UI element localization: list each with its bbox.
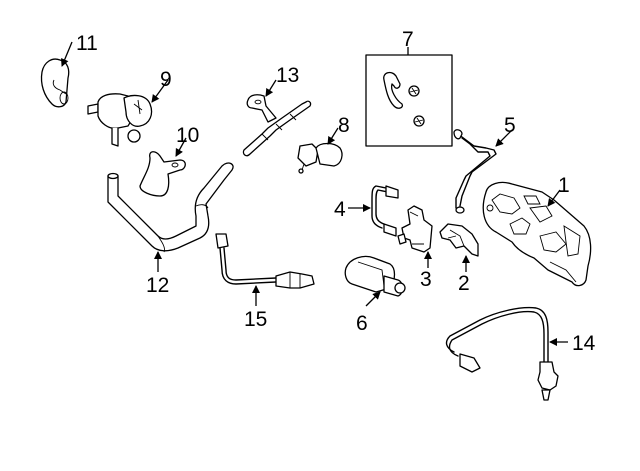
part-12-hose[interactable] — [107, 162, 234, 253]
callout-13[interactable]: 13 — [276, 64, 299, 87]
part-4-harness[interactable] — [371, 185, 399, 237]
part-5-vapor-tube[interactable] — [453, 129, 497, 214]
callout-5[interactable]: 5 — [504, 114, 516, 137]
part-8-sensor[interactable] — [297, 142, 343, 174]
callout-15[interactable]: 15 — [244, 308, 267, 331]
part-2-bracket[interactable] — [439, 223, 479, 257]
callout-8[interactable]: 8 — [338, 114, 350, 137]
part-7-kit-box[interactable] — [365, 54, 453, 147]
callout-11[interactable]: 11 — [76, 32, 98, 55]
part-6-pump[interactable] — [344, 255, 406, 297]
callout-14[interactable]: 14 — [572, 332, 596, 355]
callout-2[interactable]: 2 — [458, 272, 470, 295]
callout-7[interactable]: 7 — [402, 28, 414, 51]
callout-1[interactable]: 1 — [558, 174, 570, 197]
callout-6[interactable]: 6 — [356, 312, 368, 335]
callout-4[interactable]: 4 — [334, 198, 346, 221]
part-11-cap[interactable] — [40, 58, 70, 108]
callout-9[interactable]: 9 — [160, 68, 172, 91]
part-15-o2-sensor[interactable] — [215, 233, 315, 289]
part-9-purge-valve[interactable] — [87, 93, 153, 147]
part-1-canister[interactable] — [482, 181, 592, 287]
callout-3[interactable]: 3 — [420, 268, 432, 291]
part-3-valve[interactable] — [397, 205, 433, 253]
callout-10[interactable]: 10 — [176, 124, 199, 147]
callout-12[interactable]: 12 — [146, 274, 169, 297]
part-13-tube[interactable] — [242, 94, 312, 157]
part-14-o2-sensor[interactable] — [445, 306, 559, 401]
part-10-bracket[interactable] — [139, 151, 186, 197]
